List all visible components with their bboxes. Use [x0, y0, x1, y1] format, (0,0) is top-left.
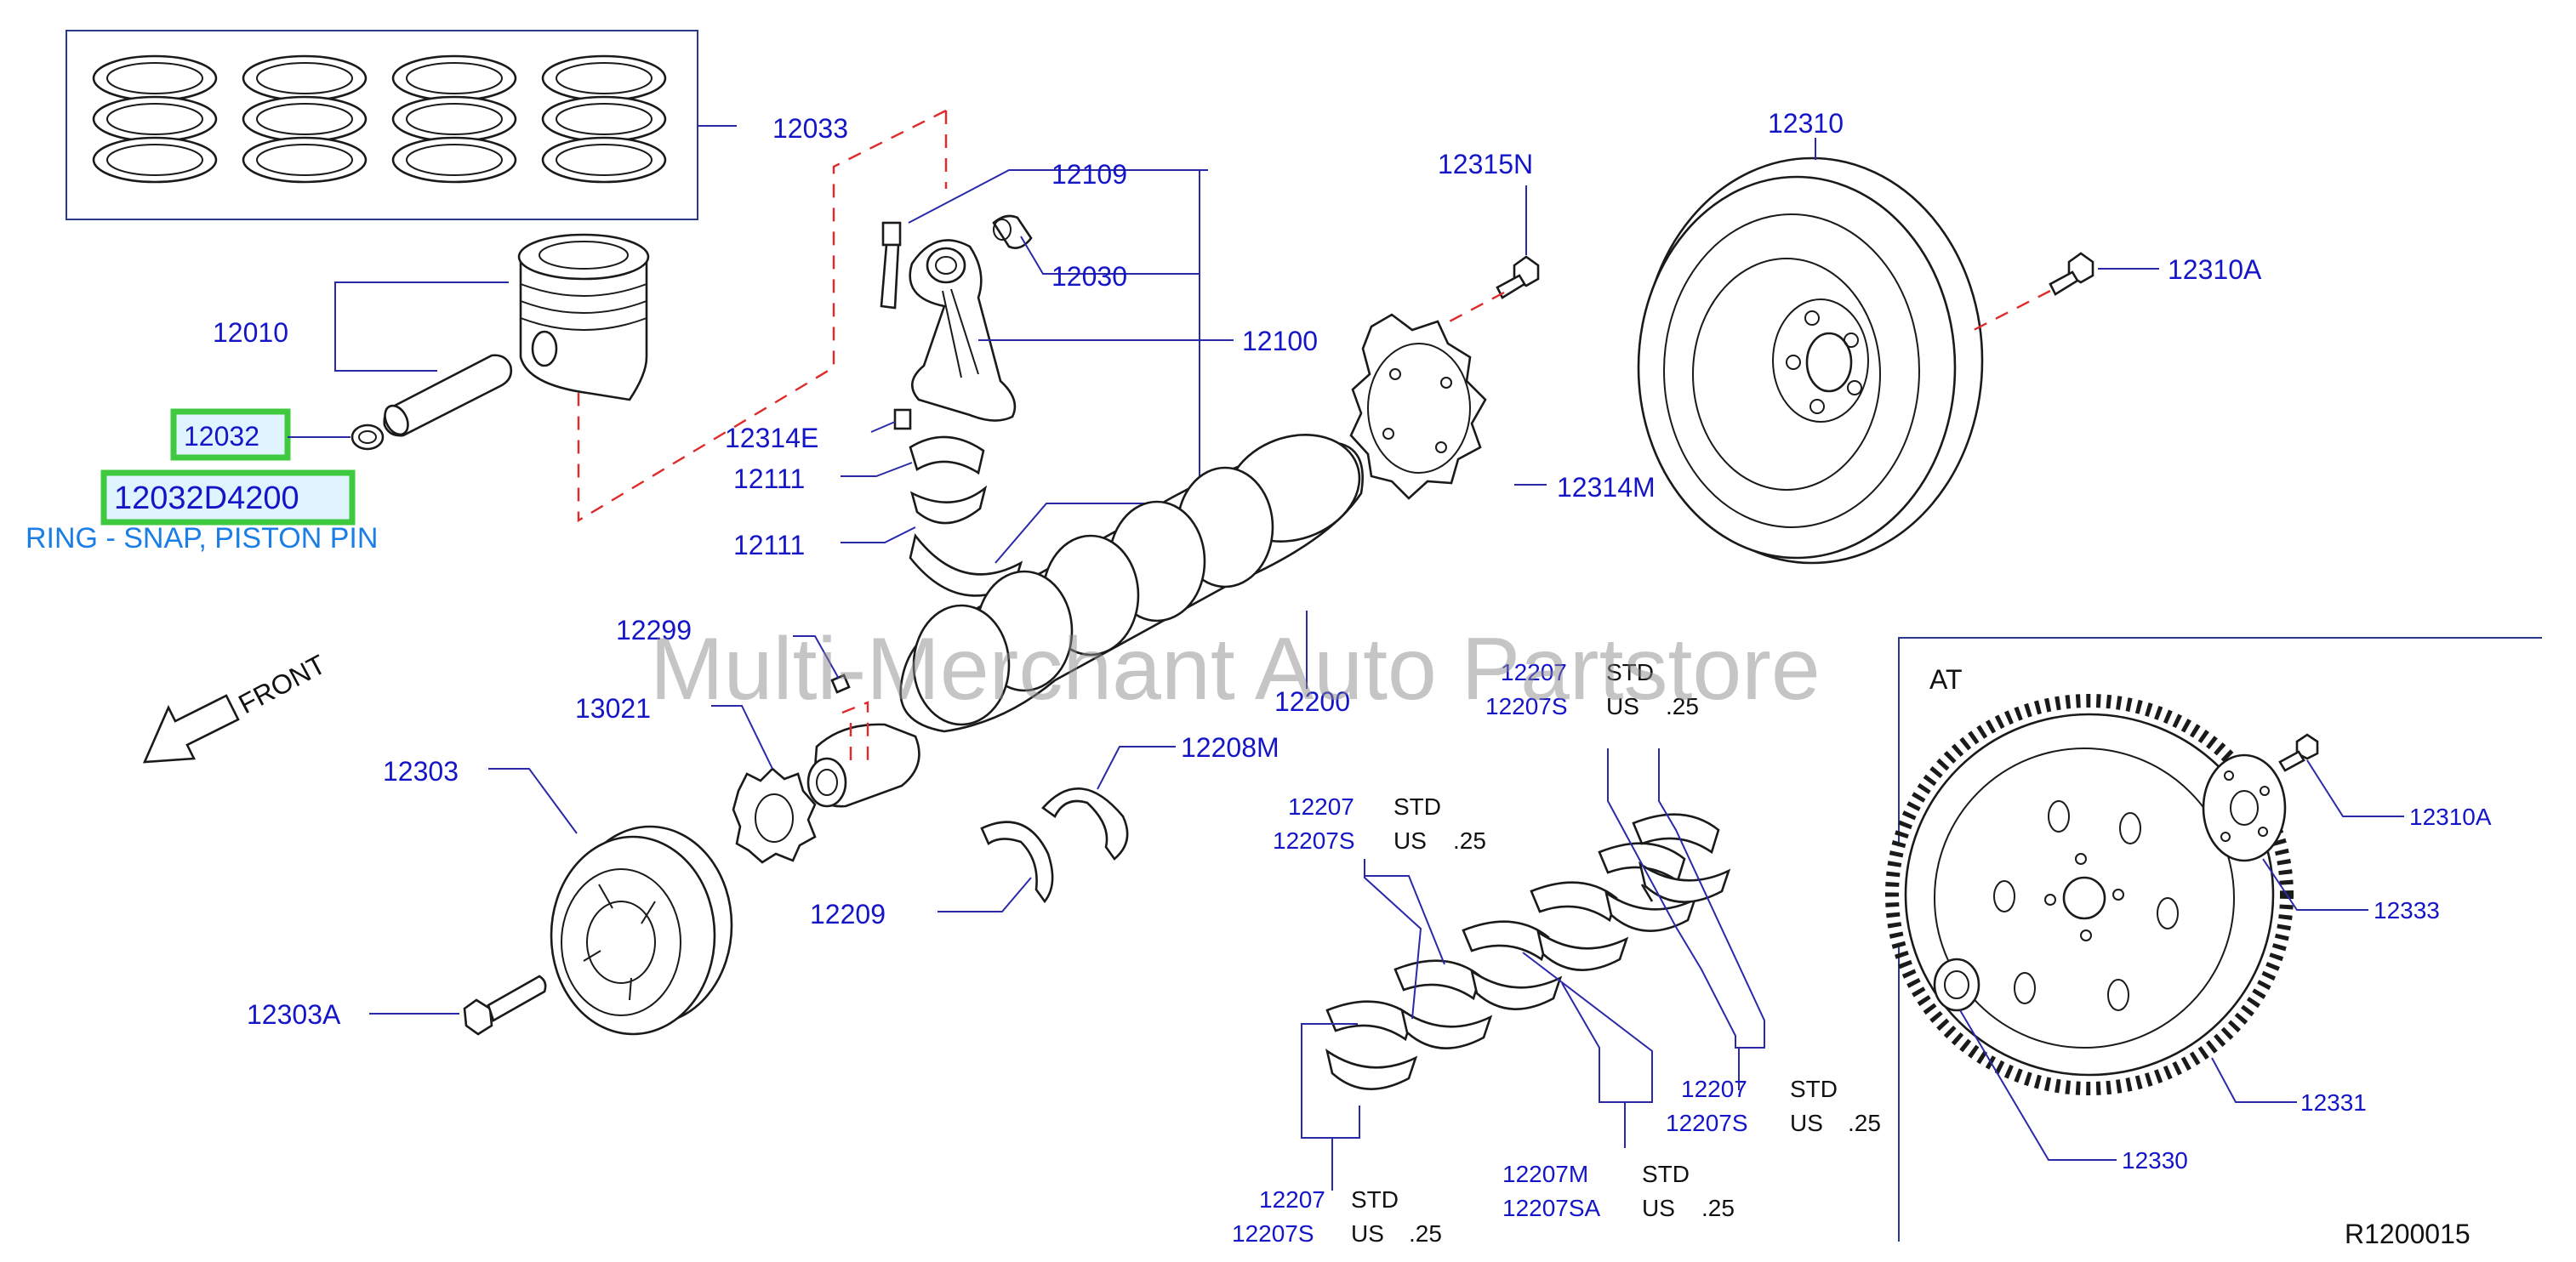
at-label-12310A[interactable]: 12310A: [2409, 804, 2492, 830]
label-12303[interactable]: 12303: [383, 756, 459, 787]
at-section-label: AT: [1929, 664, 1963, 695]
bearing-callout-3-us: US: [1790, 1110, 1823, 1136]
pulley-bolt: [463, 975, 547, 1036]
bearing-callout-4-b[interactable]: 12207S: [1232, 1220, 1314, 1247]
label-12303A[interactable]: 12303A: [247, 999, 341, 1030]
rod-bearing-upper: [909, 435, 985, 475]
label-12209[interactable]: 12209: [810, 899, 886, 929]
bearing-callout-2-us: US: [1393, 827, 1427, 854]
flywheel: [1637, 156, 1984, 565]
bearing-callout-1-us: US: [1606, 693, 1639, 719]
rod-nut: [893, 408, 912, 430]
front-label: FRONT: [233, 649, 330, 720]
highlighted-catalog-number[interactable]: 12032D4200: [114, 480, 299, 516]
bearing-callout-4-a[interactable]: 12207: [1259, 1186, 1325, 1213]
piston-ring-set: [66, 30, 737, 220]
bearing-callout-middle-left: 12207 12207S STD US .25: [1273, 793, 1486, 854]
rod-bolt: [880, 221, 902, 310]
highlighted-part-number[interactable]: 12032: [184, 421, 259, 452]
label-12033[interactable]: 12033: [772, 113, 848, 144]
bearing-callout-upper-right: 12207 12207S STD US .25: [1485, 659, 1699, 719]
label-12030[interactable]: 12030: [1051, 261, 1127, 292]
drive-plate-bolt: [2278, 733, 2319, 772]
bearing-callout-4-us-val: .25: [1409, 1220, 1442, 1247]
label-12208M[interactable]: 12208M: [1181, 732, 1279, 763]
label-12310A[interactable]: 12310A: [2168, 254, 2262, 285]
at-label-12330[interactable]: 12330: [2122, 1147, 2188, 1174]
bearing-callout-bottom-middle: 12207M 12207SA STD US .25: [1502, 1161, 1735, 1221]
bearing-callout-1-std: STD: [1606, 659, 1654, 685]
crank-pulley: [550, 825, 733, 1036]
label-12111-lower[interactable]: 12111: [733, 530, 805, 560]
bearing-callout-2-std: STD: [1393, 793, 1441, 820]
pilot-bushing: [1933, 958, 1980, 1012]
timing-plate: [1349, 313, 1487, 500]
reference-code: R1200015: [2345, 1219, 2471, 1249]
connecting-rod: [909, 239, 1017, 422]
label-12315N[interactable]: 12315N: [1438, 149, 1533, 179]
main-bearings-left: [1325, 842, 1697, 1090]
label-12310[interactable]: 12310: [1768, 108, 1844, 139]
snap-ring: [350, 424, 385, 451]
flywheel-bolt: [2049, 252, 2094, 296]
front-arrow-icon: [142, 694, 240, 764]
bearing-callout-4-std: STD: [1351, 1186, 1399, 1213]
at-label-12331[interactable]: 12331: [2300, 1089, 2367, 1116]
label-12010[interactable]: 12010: [213, 317, 288, 348]
label-13021[interactable]: 13021: [575, 693, 651, 724]
label-12109[interactable]: 12109: [1051, 159, 1127, 190]
drive-plate: [1885, 694, 2294, 1095]
drive-plate-reinforcement: [2202, 753, 2287, 862]
bearing-callout-4-us: US: [1351, 1220, 1384, 1247]
bearing-callout-1-us-val: .25: [1666, 693, 1699, 719]
thrust-washer-lower: [980, 821, 1054, 904]
label-12314E[interactable]: 12314E: [725, 423, 818, 453]
crank-sprocket: [732, 767, 817, 864]
at-section-frame: [1898, 637, 2542, 1242]
bearing-callout-2-a[interactable]: 12207: [1288, 793, 1354, 820]
bearing-callout-1-b[interactable]: 12207S: [1485, 693, 1568, 719]
timing-plate-bolt: [1496, 255, 1540, 299]
bearing-callout-5-us: US: [1642, 1195, 1675, 1221]
bearing-callout-3-us-val: .25: [1848, 1110, 1881, 1136]
bearing-callout-3-a[interactable]: 12207: [1681, 1076, 1747, 1102]
bearing-callout-bottom-left: 12207 12207S STD US .25: [1232, 1186, 1442, 1247]
catalog-number-highlight-box[interactable]: [100, 469, 356, 526]
label-12111-upper[interactable]: 12111: [733, 463, 805, 494]
piston: [517, 233, 650, 401]
crank-key: [830, 674, 851, 694]
bearing-callout-2-b[interactable]: 12207S: [1273, 827, 1355, 854]
bearing-callout-5-b[interactable]: 12207SA: [1502, 1195, 1601, 1221]
thrust-washer-upper: [1041, 787, 1129, 861]
watermark: Multi-Merchant Auto Partstore: [650, 620, 1821, 719]
label-12100[interactable]: 12100: [1242, 326, 1318, 356]
highlighted-part-description[interactable]: RING - SNAP, PISTON PIN: [26, 522, 378, 554]
bearing-callout-lower-right: 12207 12207S STD US .25: [1666, 1076, 1881, 1136]
main-bearings-right: [1632, 813, 1731, 903]
bearing-callout-2-us-val: .25: [1453, 827, 1486, 854]
bearing-callout-5-us-val: .25: [1701, 1195, 1735, 1221]
rod-bushing: [992, 214, 1033, 249]
crankshaft: [806, 434, 1364, 808]
bearing-callout-1-a[interactable]: 12207: [1501, 659, 1567, 685]
label-12314M[interactable]: 12314M: [1557, 472, 1656, 503]
at-label-12333[interactable]: 12333: [2374, 897, 2440, 924]
label-12299[interactable]: 12299: [616, 615, 692, 645]
part-number-highlight-box[interactable]: [170, 408, 291, 461]
piston-pin: [383, 354, 513, 437]
bearing-callout-5-a[interactable]: 12207M: [1502, 1161, 1588, 1187]
bearing-callout-3-b[interactable]: 12207S: [1666, 1110, 1748, 1136]
bearing-callout-3-std: STD: [1790, 1076, 1838, 1102]
label-12200[interactable]: 12200: [1274, 686, 1350, 717]
bearing-callout-5-std: STD: [1642, 1161, 1690, 1187]
